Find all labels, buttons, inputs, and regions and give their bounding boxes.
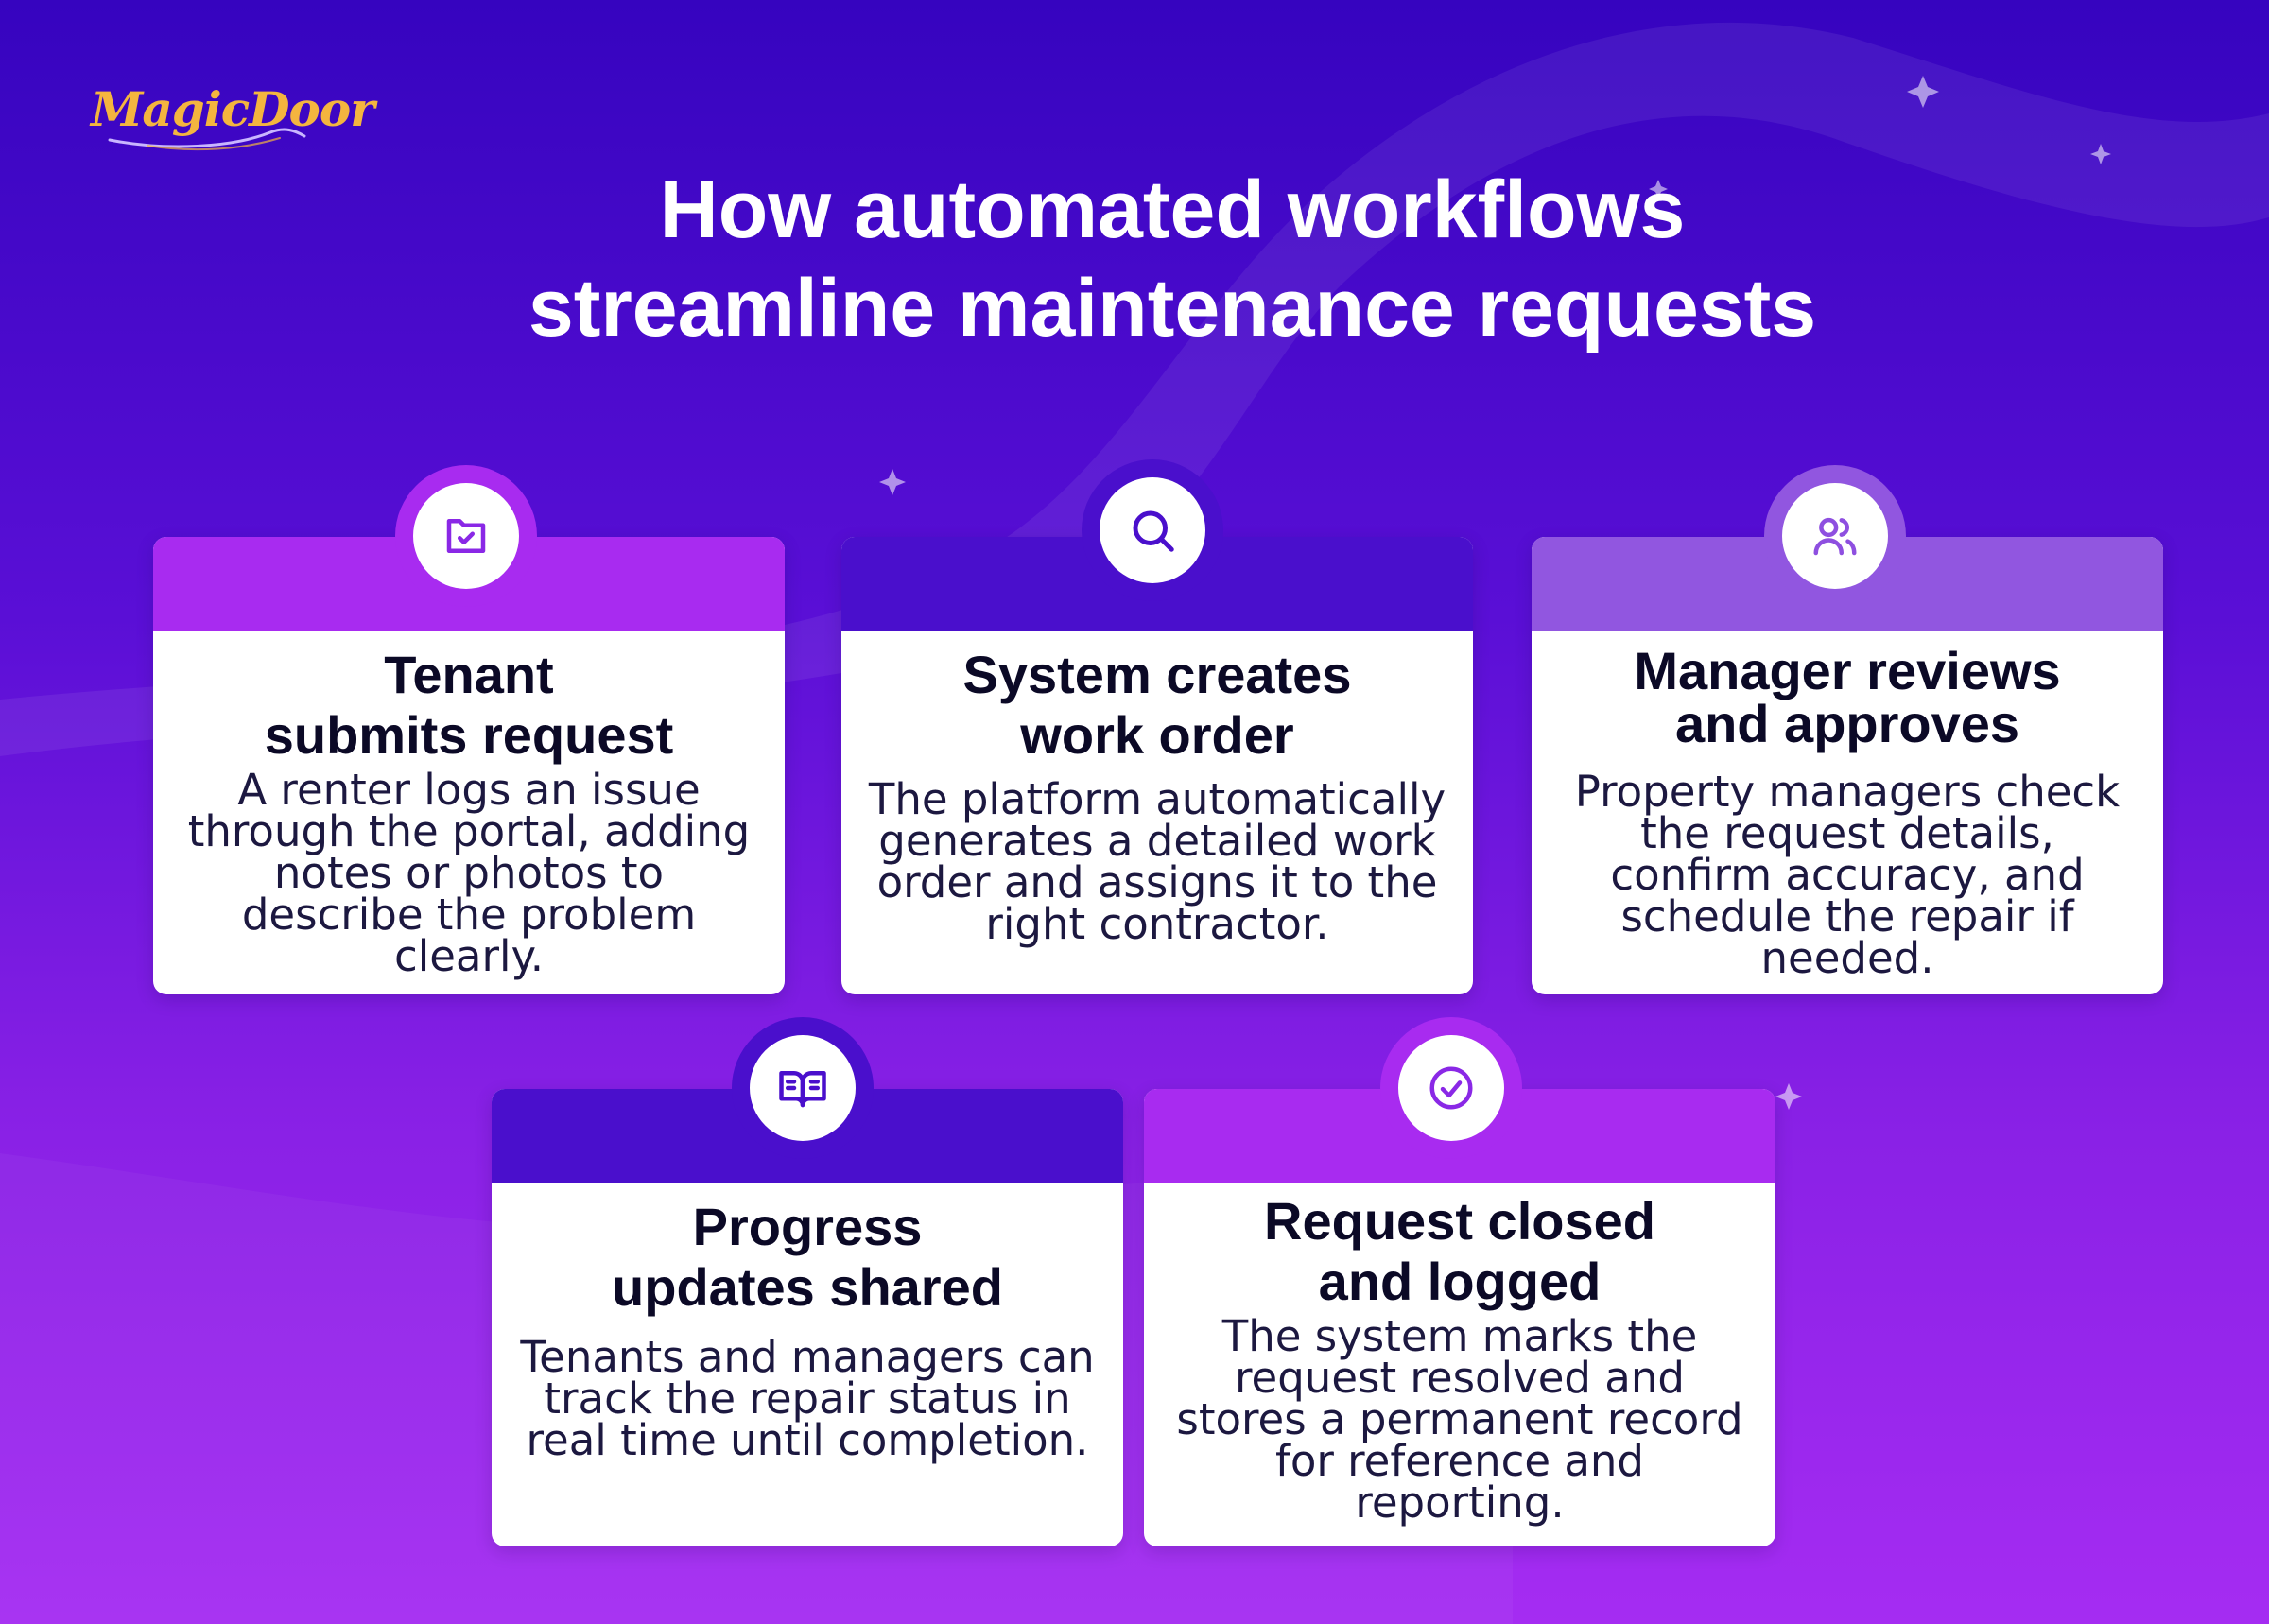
step-title-line-2: submits request [264, 705, 674, 765]
step-title-line-1: System creates [962, 645, 1352, 704]
step-badge [1380, 1017, 1522, 1159]
logo-swirl-icon [108, 128, 306, 151]
check-circle-icon [1429, 1066, 1473, 1110]
badge-circle [750, 1035, 856, 1141]
step-description: The platform automatically generates a d… [868, 774, 1446, 949]
step-description: Tenants and managers can track the repai… [520, 1332, 1095, 1465]
badge-circle [1782, 483, 1888, 589]
step-title-line-2: and logged [1318, 1252, 1602, 1311]
card-body: Tenant submits request A renter logs an … [180, 637, 758, 977]
logo-wordmark: MagicDoor [91, 81, 375, 137]
page-title-line-1: How automated workflows [659, 164, 1686, 255]
step-title-line-2: updates shared [612, 1257, 1003, 1317]
step-badge [732, 1017, 874, 1159]
step-card-request-closed: Request closed and logged The system mar… [1144, 1089, 1775, 1546]
search-icon [1133, 510, 1174, 552]
card-body: Manager reviews and approves Property ma… [1558, 637, 2137, 983]
step-title-line-1: Manager reviews [1634, 641, 2061, 700]
card-body: Request closed and logged The system mar… [1170, 1183, 1749, 1524]
step-description: Property managers check the request deta… [1574, 767, 2121, 983]
magicdoor-logo: MagicDoor [91, 78, 375, 153]
step-title-line-1: Request closed [1264, 1191, 1655, 1251]
step-badge [395, 465, 537, 607]
folder-check-icon [446, 519, 486, 553]
badge-circle [1100, 477, 1205, 583]
step-card-progress-updates: Progress updates shared Tenants and mana… [492, 1089, 1123, 1546]
step-title: Request closed and logged [1170, 1191, 1749, 1312]
users-icon [1813, 517, 1857, 556]
page-title: How automated workflows streamline maint… [284, 161, 2061, 357]
card-body: System creates work order The platform a… [868, 637, 1446, 945]
card-body: Progress updates shared Tenants and mana… [518, 1189, 1097, 1461]
sparkle-icon [879, 76, 2111, 1110]
book-open-icon [779, 1071, 826, 1108]
step-badge [1082, 459, 1223, 601]
step-title: Progress updates shared [518, 1197, 1097, 1318]
step-badge [1764, 465, 1906, 607]
step-card-system-creates: System creates work order The platform a… [841, 537, 1473, 994]
step-title: System creates work order [868, 645, 1446, 766]
badge-circle [413, 483, 519, 589]
page-title-line-2: streamline maintenance requests [528, 263, 1817, 354]
step-title-line-2: work order [1020, 705, 1294, 765]
step-title: Tenant submits request [180, 645, 758, 766]
step-title-line-1: Progress [692, 1197, 923, 1256]
step-card-tenant-submits: Tenant submits request A renter logs an … [153, 537, 785, 994]
step-card-manager-reviews: Manager reviews and approves Property ma… [1532, 537, 2163, 994]
step-title: Manager reviews and approves [1558, 645, 2137, 751]
step-description: The system marks the request resolved an… [1176, 1311, 1743, 1528]
badge-circle [1398, 1035, 1504, 1141]
step-title-line-1: Tenant [384, 645, 554, 704]
step-title-line-2: and approves [1674, 694, 2020, 753]
step-description: A renter logs an issue through the porta… [187, 765, 751, 981]
